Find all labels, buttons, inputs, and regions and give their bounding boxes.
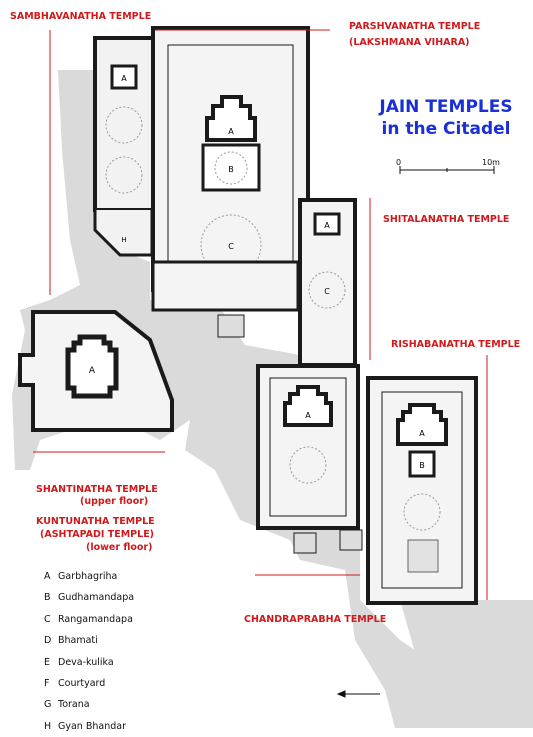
svg-text:C: C xyxy=(324,287,330,296)
svg-text:B: B xyxy=(419,461,425,470)
legend-row: G Torana xyxy=(44,694,134,715)
svg-text:B: B xyxy=(228,165,234,174)
svg-text:A: A xyxy=(89,366,96,376)
legend-text: Gyan Bhandar xyxy=(58,720,126,732)
svg-text:C: C xyxy=(228,242,234,251)
shantinatha-sub-label: (upper floor) xyxy=(80,496,149,507)
sambhavanatha-label: SAMBHAVANATHA TEMPLE xyxy=(10,11,152,22)
scale-start-label: 0 xyxy=(396,158,402,167)
legend-text: Bhamati xyxy=(58,635,98,647)
legend-row: C Rangamandapa xyxy=(44,609,134,630)
shitalanatha-label: SHITALANATHA TEMPLE xyxy=(383,214,510,225)
legend-key: B xyxy=(44,592,51,604)
legend: A Garbhagriha B Gudhamandapa C Rangamandapa… xyxy=(44,566,134,737)
label-brackets xyxy=(33,29,488,600)
shantinatha-label: SHANTINATHA TEMPLE xyxy=(36,484,158,495)
legend-text: Courtyard xyxy=(58,677,106,689)
svg-text:A: A xyxy=(324,221,330,230)
title-line-1: JAIN TEMPLES xyxy=(379,97,513,117)
legend-text: Torana xyxy=(58,699,90,711)
sambhavanatha-temple-plan: A H xyxy=(93,36,155,257)
legend-key: A xyxy=(44,571,51,582)
rishabanatha-label: RISHABANATHA TEMPLE xyxy=(391,339,521,350)
kuntunatha-sub2-label: (lower floor) xyxy=(86,542,153,553)
legend-key: F xyxy=(44,677,50,689)
chandraprabha-temple-plan: A xyxy=(256,364,363,554)
rishabanatha-temple-plan: A B xyxy=(366,376,478,605)
legend-text: Gudhamandapa xyxy=(58,592,135,604)
svg-text:A: A xyxy=(121,74,127,83)
legend-text: Deva-kulika xyxy=(58,656,114,668)
legend-key: D xyxy=(44,635,52,647)
paved-ground xyxy=(12,70,445,728)
legend-row: E Deva-kulika xyxy=(44,652,134,673)
legend-row: A Garbhagriha xyxy=(44,566,134,587)
chandraprabha-label: CHANDRAPRABHA TEMPLE xyxy=(244,614,387,625)
scale-bar xyxy=(399,166,495,174)
kuntunatha-sub-label: (ASHTAPADI TEMPLE) xyxy=(40,529,155,540)
legend-text: Rangamandapa xyxy=(58,613,133,625)
legend-key: H xyxy=(44,720,52,732)
legend-row: F Courtyard xyxy=(44,673,134,694)
kuntunatha-label: KUNTUNATHA TEMPLE xyxy=(36,516,155,527)
legend-text: Garbhagriha xyxy=(58,571,118,582)
scale-end-label: 10m xyxy=(482,158,500,167)
legend-row: H Gyan Bhandar xyxy=(44,716,134,737)
diagram-title: JAIN TEMPLES in the Citadel xyxy=(376,96,516,140)
legend-row: D Bhamati xyxy=(44,630,134,651)
svg-text:A: A xyxy=(305,411,311,420)
paved-ground-lower xyxy=(400,600,533,728)
parshvanatha-label: PARSHVANATHA TEMPLE xyxy=(349,21,481,32)
svg-text:A: A xyxy=(419,429,425,438)
legend-key: G xyxy=(44,699,52,711)
title-line-2: in the Citadel xyxy=(381,119,511,139)
parshvanatha-sub-label: (LAKSHMANA VIHARA) xyxy=(349,37,470,48)
parshvanatha-temple-plan: A B C xyxy=(151,26,310,338)
legend-row: B Gudhamandapa xyxy=(44,587,134,608)
svg-text:H: H xyxy=(121,236,126,244)
legend-key: C xyxy=(44,613,51,625)
svg-text:A: A xyxy=(228,127,234,136)
shitalanatha-temple-plan: A C xyxy=(298,198,357,367)
north-arrow-icon xyxy=(336,690,380,698)
shantinatha-temple-plan: A xyxy=(18,310,174,432)
legend-key: E xyxy=(44,656,51,668)
